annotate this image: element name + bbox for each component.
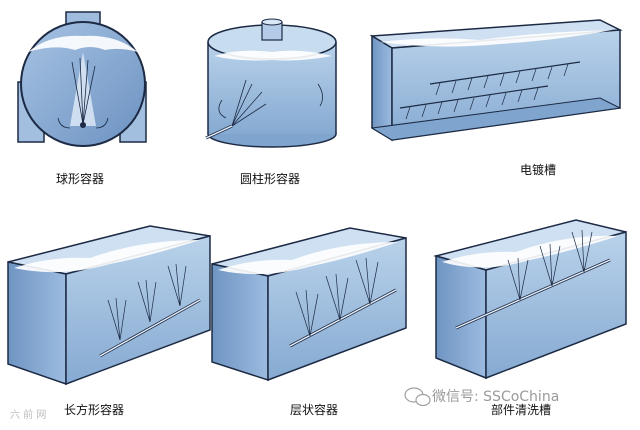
cylindrical-vessel	[205, 18, 337, 148]
watermark-corner: 六 前 网	[10, 410, 47, 421]
spherical-vessel	[17, 11, 147, 147]
watermark-text: 微信号: SSCoChina	[432, 389, 560, 405]
caption-layered: 层状容器	[290, 403, 339, 417]
caption-rectangular: 长方形容器	[64, 403, 125, 417]
wechat-icon	[404, 387, 431, 407]
caption-cylindrical: 圆柱形容器	[240, 172, 301, 186]
layered-vessel	[211, 227, 407, 382]
parts-cleaning-tank	[433, 219, 627, 380]
caption-parts-cleaning: 部件清洗槽	[491, 403, 552, 417]
rectangular-vessel	[7, 225, 211, 386]
electroplating-tank	[369, 19, 623, 142]
caption-plating-tank: 电镀槽	[520, 163, 557, 177]
caption-spherical: 球形容器	[56, 172, 105, 186]
